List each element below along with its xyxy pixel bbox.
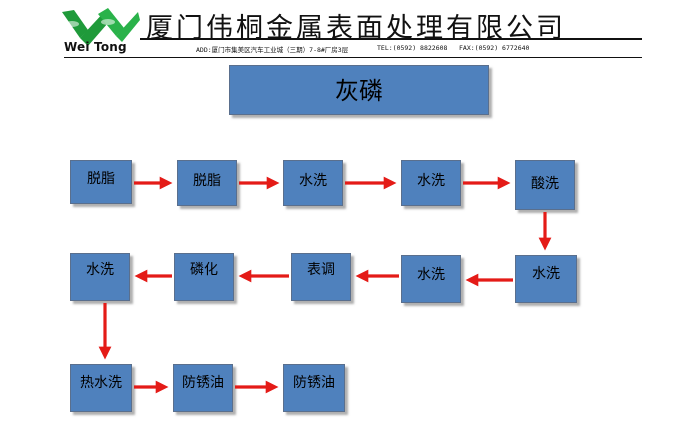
process-title: 灰磷: [229, 65, 489, 115]
header-underline: [64, 57, 642, 58]
step-8-box: 表调: [291, 253, 351, 301]
step-11-box: 热水洗: [70, 364, 132, 412]
step-6-box: 水洗: [515, 255, 577, 303]
step-12-box: 防锈油: [173, 364, 233, 412]
company-address: ADD:厦门市集美区汽车工业城（三期）7-8#厂房3层: [196, 46, 349, 54]
step-4-box: 水洗: [401, 160, 461, 206]
step-10-box: 水洗: [70, 253, 130, 301]
step-2-box: 脱脂: [177, 160, 237, 206]
weitong-logo: [62, 8, 140, 46]
logo-text: Wei Tong: [64, 40, 127, 54]
step-3-box: 水洗: [283, 160, 343, 206]
step-9-box: 磷化: [174, 253, 234, 301]
company-tel: TEL:(0592) 8822608: [377, 44, 448, 52]
header-divider: [140, 38, 642, 40]
company-fax: FAX:(0592) 6772640: [459, 44, 530, 52]
step-13-box: 防锈油: [283, 364, 345, 412]
step-7-box: 水洗: [401, 255, 461, 303]
step-5-box: 酸洗: [515, 160, 575, 210]
step-1-box: 脱脂: [70, 160, 132, 204]
